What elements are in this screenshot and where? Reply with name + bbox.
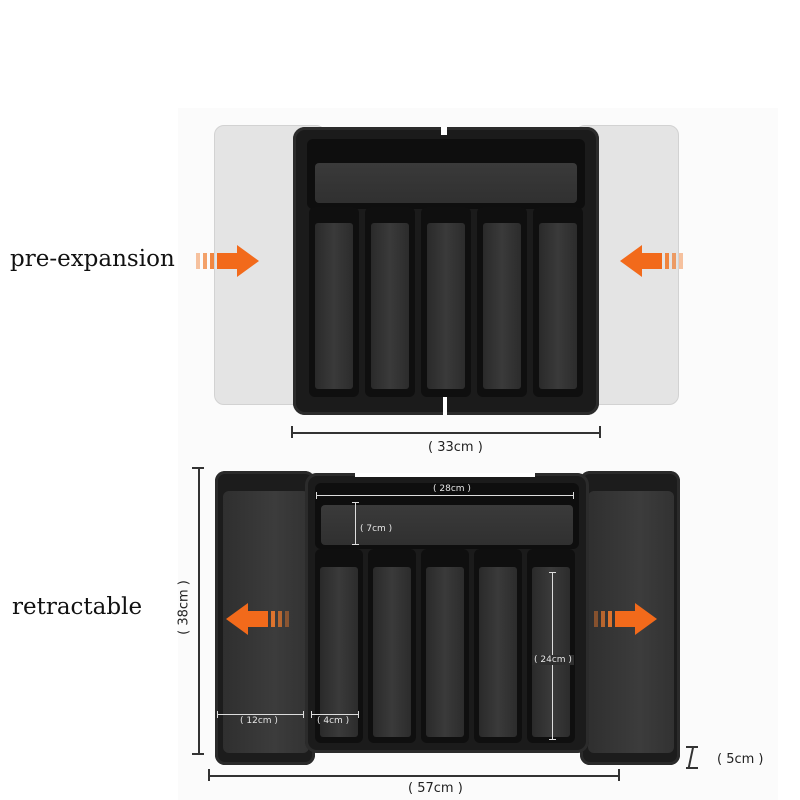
closed-width-label: ( 33cm )	[428, 440, 483, 455]
dimension-line-depth	[198, 467, 200, 754]
slot-3	[421, 207, 471, 397]
expanded-width-label: ( 57cm )	[408, 781, 463, 796]
dimension-tick	[217, 711, 218, 718]
expanded-center-tray	[305, 473, 589, 753]
dimension-line-closed-width	[291, 432, 601, 434]
dimension-line-top-compartment-width	[316, 495, 574, 496]
slot-1	[315, 549, 363, 743]
dimension-tick	[291, 426, 293, 438]
arrow-left-icon	[226, 603, 292, 635]
slot-5	[527, 549, 575, 743]
dimension-tick	[352, 502, 359, 503]
slot-3	[421, 549, 469, 743]
dimension-tick	[618, 769, 620, 781]
slot-4	[474, 549, 522, 743]
dimension-tick	[549, 739, 556, 740]
arrow-left-icon	[620, 245, 686, 277]
dimension-tick	[208, 769, 210, 781]
top-gap	[355, 473, 535, 477]
retractable-label: retractable	[12, 594, 143, 620]
dimension-tick	[303, 711, 304, 718]
top-notch	[441, 127, 447, 135]
slot-width-label: ( 4cm )	[317, 716, 350, 726]
closed-tray	[293, 127, 599, 415]
bottom-notch	[443, 397, 447, 415]
dimension-line-slot-width	[311, 714, 359, 715]
slot-length-label: ( 24cm )	[532, 655, 574, 665]
top-compartment-depth-label: ( 7cm )	[360, 524, 393, 534]
dimension-tick	[573, 492, 574, 499]
dimension-tick	[316, 492, 317, 499]
dimension-line-top-compartment-depth	[355, 502, 356, 544]
depth-label: ( 38cm )	[176, 580, 192, 635]
arrow-right-icon	[196, 245, 259, 277]
slot-4	[477, 207, 527, 397]
slot-2	[368, 549, 416, 743]
dimension-line-side-wing-width	[217, 714, 303, 715]
dimension-tick	[686, 767, 698, 769]
dimension-tick	[686, 746, 698, 748]
dimension-line-expanded-width	[208, 775, 619, 777]
dimension-tick	[192, 753, 204, 755]
dimension-tick	[352, 544, 359, 545]
dimension-tick	[549, 572, 556, 573]
dimension-tick	[358, 711, 359, 718]
side-wing-width-label: ( 12cm )	[240, 716, 278, 726]
top-compartment	[315, 483, 579, 549]
dimension-tick	[311, 711, 312, 718]
slot-2	[365, 207, 415, 397]
slot-5	[533, 207, 583, 397]
pre-expansion-label: pre-expansion	[10, 246, 175, 272]
top-compartment-width-label: ( 28cm )	[433, 484, 471, 494]
arrow-right-icon	[594, 603, 657, 635]
dimension-tick	[192, 467, 204, 469]
slot-1	[309, 207, 359, 397]
top-compartment	[307, 139, 585, 209]
dimension-tick	[599, 426, 601, 438]
height-label: ( 5cm )	[717, 752, 764, 767]
